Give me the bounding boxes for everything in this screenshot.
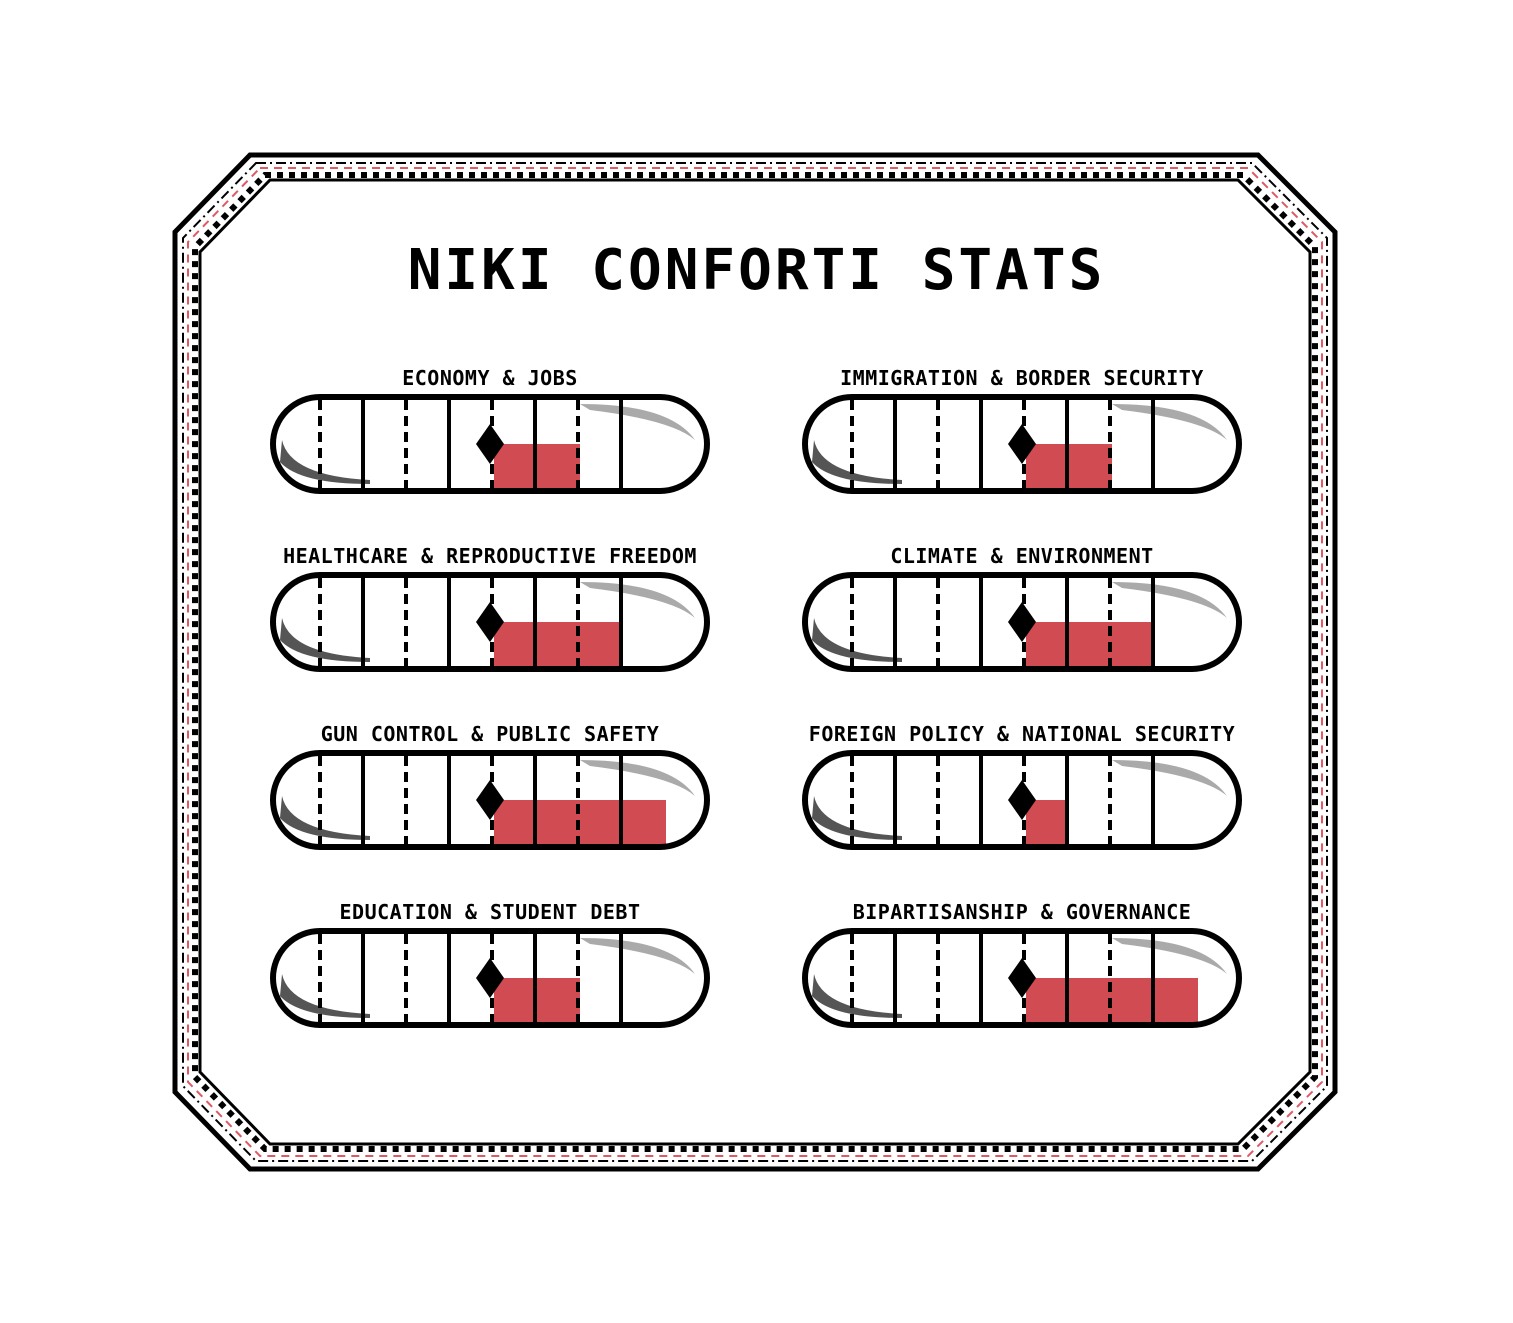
stat-label: GUN CONTROL & PUBLIC SAFETY — [320, 722, 660, 746]
meter-shadow — [280, 796, 370, 840]
stat-education-student-debt: EDUCATION & STUDENT DEBT — [270, 900, 710, 1040]
stat-gun-control-public-safety: GUN CONTROL & PUBLIC SAFETY — [270, 722, 710, 862]
stat-label: BIPARTISANSHIP & GOVERNANCE — [852, 900, 1192, 924]
meter-outline — [802, 572, 1242, 672]
stat-meter — [270, 928, 710, 1028]
stat-meter — [802, 750, 1242, 850]
center-marker-icon — [1008, 780, 1036, 820]
center-marker-icon — [476, 424, 504, 464]
stat-meter — [802, 394, 1242, 494]
center-marker-icon — [1008, 958, 1036, 998]
meter-shine — [1112, 760, 1227, 796]
stat-label: EDUCATION & STUDENT DEBT — [339, 900, 641, 924]
stat-foreign-policy-national-security: FOREIGN POLICY & NATIONAL SECURITY — [802, 722, 1242, 862]
stat-meter — [270, 572, 710, 672]
meter-shine — [1112, 938, 1227, 974]
meter-shine — [1112, 404, 1227, 440]
stat-label: ECONOMY & JOBS — [402, 366, 578, 390]
stat-meter — [270, 750, 710, 850]
meter-outline — [270, 750, 710, 850]
meter-outline — [802, 394, 1242, 494]
center-marker-icon — [476, 602, 504, 642]
stat-climate-environment: CLIMATE & ENVIRONMENT — [802, 544, 1242, 684]
meter-fill — [1026, 800, 1069, 844]
center-marker-icon — [1008, 424, 1036, 464]
meter-shine — [1112, 582, 1227, 618]
center-marker-icon — [476, 958, 504, 998]
stat-bipartisanship-governance: BIPARTISANSHIP & GOVERNANCE — [802, 900, 1242, 1040]
stat-meter — [270, 394, 710, 494]
page-title: NIKI CONFORTI STATS — [407, 238, 1106, 303]
meter-shadow — [280, 440, 370, 484]
meter-shadow — [812, 440, 902, 484]
stat-label: IMMIGRATION & BORDER SECURITY — [840, 366, 1204, 390]
meter-shadow — [280, 618, 370, 662]
stat-meter — [802, 572, 1242, 672]
stat-immigration-border-security: IMMIGRATION & BORDER SECURITY — [802, 366, 1242, 506]
meter-shadow — [280, 974, 370, 1018]
meter-outline — [270, 394, 710, 494]
meter-shine — [580, 938, 695, 974]
stat-healthcare-reproductive-freedom: HEALTHCARE & REPRODUCTIVE FREEDOM — [270, 544, 710, 684]
stat-meter — [802, 928, 1242, 1028]
meter-outline — [270, 572, 710, 672]
center-marker-icon — [476, 780, 504, 820]
stat-label: HEALTHCARE & REPRODUCTIVE FREEDOM — [283, 544, 697, 568]
meter-shine — [580, 582, 695, 618]
meter-outline — [802, 750, 1242, 850]
meter-fill — [494, 622, 623, 666]
meter-outline — [270, 928, 710, 1028]
center-marker-icon — [1008, 602, 1036, 642]
stat-label: FOREIGN POLICY & NATIONAL SECURITY — [808, 722, 1236, 746]
stat-economy-jobs: ECONOMY & JOBS — [270, 366, 710, 506]
meter-shadow — [812, 618, 902, 662]
meter-shadow — [812, 974, 902, 1018]
stat-label: CLIMATE & ENVIRONMENT — [890, 544, 1154, 568]
meter-fill — [1026, 622, 1155, 666]
meter-shine — [580, 760, 695, 796]
meter-shadow — [812, 796, 902, 840]
meter-shine — [580, 404, 695, 440]
meter-outline — [802, 928, 1242, 1028]
